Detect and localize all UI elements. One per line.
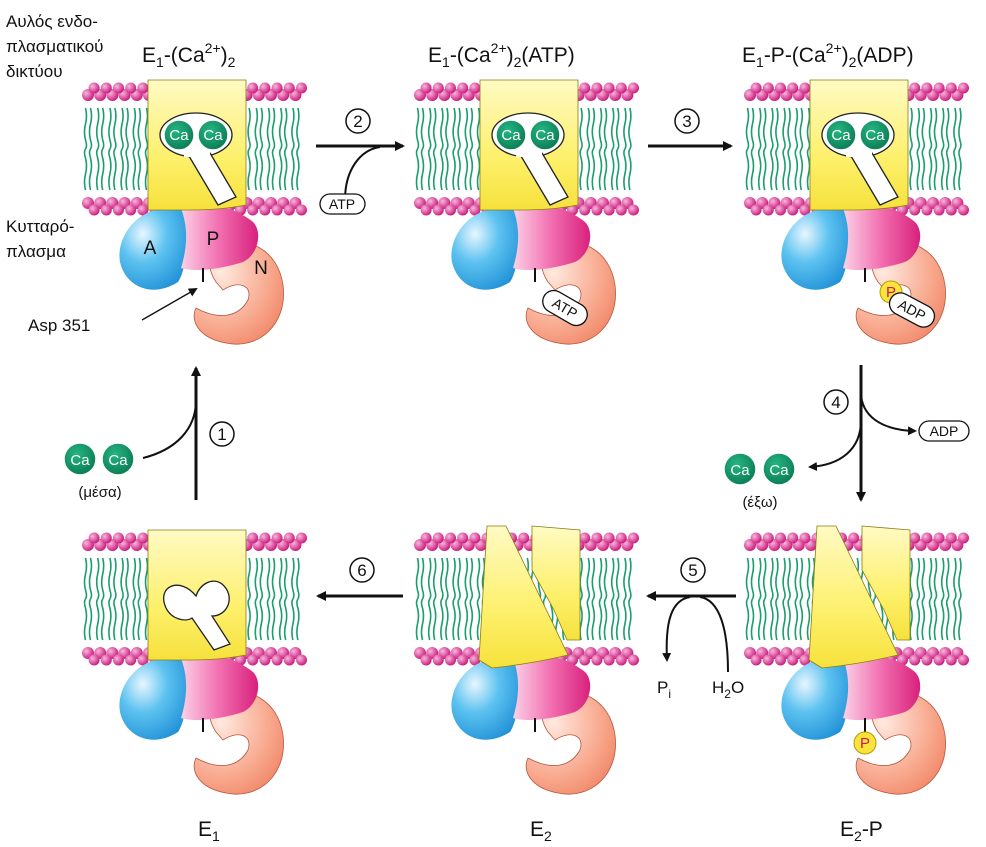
svg-text:E1-(Ca2+)2: E1-(Ca2+)2 (142, 40, 236, 70)
pump-e1-empty (119, 529, 284, 795)
state-title-e1-ca2-atp: E1-(Ca2+)2(ATP) (428, 40, 575, 70)
svg-text:Ca: Ca (169, 127, 189, 144)
state-title-e2-p: E2-P (840, 818, 883, 844)
step-5-arrow (646, 591, 736, 673)
step-2-arrow (316, 141, 405, 201)
svg-text:E2-P: E2-P (840, 818, 883, 844)
cytoplasm-label-line2: πλασμα (6, 242, 66, 261)
svg-text:ADP: ADP (930, 423, 959, 439)
cytoplasm-label-line1: Κυτταρό- (6, 217, 74, 236)
step-4-badge: 4 (823, 389, 849, 415)
sr-lumen-label-line2: πλασματικού (6, 37, 103, 56)
svg-text:Ca: Ca (70, 452, 90, 469)
svg-text:Ca: Ca (865, 127, 885, 144)
svg-text:ATP: ATP (329, 196, 355, 212)
svg-text:Ca: Ca (769, 462, 789, 479)
inside-label: (μέσα) (78, 484, 121, 501)
svg-text:E2: E2 (530, 818, 552, 844)
svg-text:Ca: Ca (203, 127, 223, 144)
pump-e2-p: P (781, 525, 946, 795)
calcium-ions-outside: Ca Ca (723, 452, 796, 486)
pump-e1-ca2: A P N Ca Ca (119, 79, 284, 345)
atp-input-pill: ATP (319, 193, 366, 215)
adp-output-pill: ADP (918, 420, 970, 442)
svg-text:P: P (886, 284, 896, 301)
step-1-badge: 1 (209, 421, 235, 447)
pi-product-label: Pi (657, 678, 671, 701)
svg-text:Pi: Pi (657, 678, 671, 701)
svg-text:Ca: Ca (730, 462, 750, 479)
svg-text:E1-P-(Ca2+)2(ADP): E1-P-(Ca2+)2(ADP) (742, 40, 914, 70)
svg-text:E1-(Ca2+)2(ATP): E1-(Ca2+)2(ATP) (428, 40, 575, 70)
svg-text:Ca: Ca (831, 127, 851, 144)
step-5-badge: 5 (680, 557, 706, 583)
svg-text:H2O: H2O (712, 678, 744, 701)
svg-text:Ca: Ca (535, 127, 555, 144)
domain-p-label: P (207, 229, 220, 250)
svg-text:Ca: Ca (108, 452, 128, 469)
svg-text:5: 5 (688, 561, 697, 580)
svg-text:1: 1 (217, 425, 226, 444)
svg-text:E1: E1 (198, 818, 220, 844)
pump-e2 (451, 525, 616, 795)
step-3-badge: 3 (674, 108, 700, 134)
outside-label: (έξω) (742, 494, 777, 511)
h2o-input-label: H2O (712, 678, 744, 701)
domain-n-label: N (254, 258, 268, 279)
svg-text:4: 4 (831, 393, 840, 412)
sr-lumen-label-line3: δικτύου (6, 62, 63, 81)
domain-a-label: A (144, 238, 157, 259)
state-title-e1-p-ca2-adp: E1-P-(Ca2+)2(ADP) (742, 40, 914, 70)
svg-text:Ca: Ca (501, 127, 521, 144)
state-title-e1-ca2: E1-(Ca2+)2 (142, 40, 236, 70)
step-1-arrow (142, 366, 201, 500)
step-6-badge: 6 (349, 557, 375, 583)
sr-lumen-label-line1: Αυλός ενδο- (6, 12, 98, 31)
svg-text:3: 3 (682, 112, 691, 131)
state-title-e1: E1 (198, 818, 220, 844)
svg-text:2: 2 (353, 112, 362, 131)
asp351-pointer (141, 288, 198, 321)
calcium-ions-inside: Ca Ca (63, 442, 135, 476)
step-2-badge: 2 (345, 108, 371, 134)
asp351-label: Asp 351 (28, 316, 90, 335)
state-title-e2: E2 (530, 818, 552, 844)
svg-text:P: P (860, 735, 870, 752)
svg-text:6: 6 (357, 561, 366, 580)
step-4-arrow (808, 365, 917, 502)
